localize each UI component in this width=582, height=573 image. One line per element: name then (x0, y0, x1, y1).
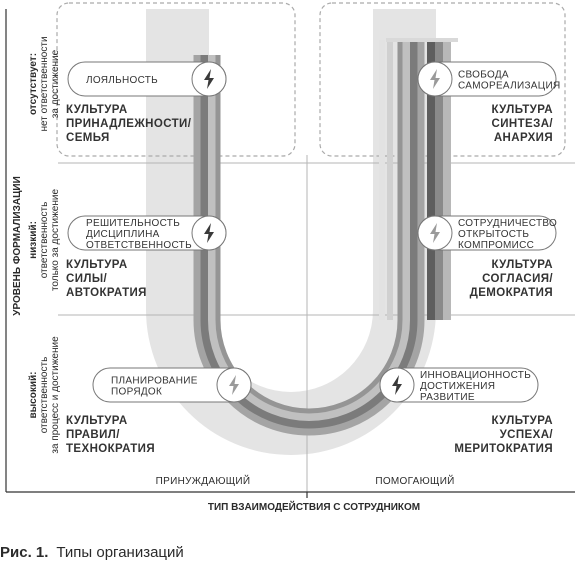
row-label-line: ответственность (39, 357, 50, 434)
culture-label-line: ТЕХНОКРАТИЯ (66, 443, 155, 455)
culture-label-line: АВТОКРАТИЯ (66, 287, 147, 299)
row-label-level: низкий: (28, 221, 39, 259)
x-label-left: ПРИНУЖДАЮЩИЙ (156, 474, 251, 487)
culture-label-line: КУЛЬТУРА (491, 415, 553, 427)
row-label: отсутствует:нет ответственностиза достиж… (28, 36, 61, 131)
x-axis-title: ТИП ВЗАИМОДЕЙСТВИЯ С СОТРУДНИКОМ (208, 500, 420, 513)
culture-label-line: КУЛЬТУРА (491, 104, 553, 116)
culture-label-line: АНАРХИЯ (494, 132, 553, 144)
row-label-line: только за достижение (50, 189, 61, 292)
u-track-cap (386, 38, 458, 42)
dashed-frame-left (56, 2, 296, 157)
pill-label-line: ДИСЦИПЛИНА (86, 229, 160, 240)
lightning-icon (392, 375, 402, 395)
pill-label-line: ЛОЯЛЬНОСТЬ (86, 75, 158, 86)
culture-label-line: КУЛЬТУРА (491, 259, 553, 271)
culture-label-line: КУЛЬТУРА (66, 415, 128, 427)
value-pill: ЛОЯЛЬНОСТЬ (67, 61, 227, 97)
lightning-icon (229, 375, 239, 395)
lightning-icon (430, 69, 440, 89)
culture-label-line: ДЕМОКРАТИЯ (470, 287, 553, 299)
pill-label-line: ОТВЕТСТВЕННОСТЬ (86, 240, 192, 251)
pill-label-line: ОТКРЫТОСТЬ (458, 229, 529, 240)
culture-label-line: УСПЕХА/ (500, 429, 554, 441)
culture-label-line: СИНТЕЗА/ (492, 118, 554, 130)
culture-label-line: СИЛЫ/ (66, 273, 107, 285)
u-track-1 (215, 40, 403, 414)
pill-label-line: САМОРЕАЛИЗАЦИЯ (458, 81, 560, 92)
pill-label-line: ИННОВАЦИОННОСТЬ (420, 370, 531, 381)
row-label-level: отсутствует: (28, 53, 39, 115)
row-label-line: за процесс и достижение (50, 336, 61, 454)
figure-caption: Рис. 1. Типы организаций (0, 544, 184, 561)
culture-label-line: СЕМЬЯ (66, 132, 110, 144)
culture-label-line: КУЛЬТУРА (66, 104, 128, 116)
culture-label-line: МЕРИТОКРАТИЯ (454, 443, 553, 455)
pill-label-line: ПЛАНИРОВАНИЕ (111, 376, 198, 387)
row-label-line: ответственность (39, 202, 50, 279)
pill-label-line: РАЗВИТИЕ (420, 392, 475, 403)
y-axis-title: УРОВЕНЬ ФОРМАЛИЗАЦИИ (12, 176, 23, 316)
row-label: низкий:ответственностьтолько за достижен… (28, 189, 61, 292)
culture-label-line: КУЛЬТУРА (66, 259, 128, 271)
lightning-icon (204, 69, 214, 89)
pill-label-line: ПОРЯДОК (111, 387, 162, 398)
culture-diagram: УРОВЕНЬ ФОРМАЛИЗАЦИИ ТИП ВЗАИМОДЕЙСТВИЯ С… (5, 2, 575, 513)
x-label-right: ПОМОГАЮЩИЙ (375, 474, 454, 487)
culture-label-line: СОГЛАСИЯ/ (482, 273, 553, 285)
u-track-2 (193, 40, 425, 436)
row-label-line: за достижение (50, 49, 61, 118)
row-label: высокий:ответственностьза процесс и дост… (28, 336, 61, 454)
culture-label-line: ПРАВИЛ/ (66, 429, 120, 441)
culture-label-line: ПРИНАДЛЕЖНОСТИ/ (66, 118, 192, 130)
lightning-icon (204, 223, 214, 243)
row-label-level: высокий: (28, 372, 39, 419)
pill-label-line: КОМПРОМИСС (458, 240, 534, 251)
caption-label: Рис. 1. (0, 544, 49, 561)
pill-label-line: СОТРУДНИЧЕСТВО (458, 218, 557, 229)
lightning-icon (430, 223, 440, 243)
pill-label-line: СВОБОДА (458, 70, 509, 81)
pill-label-line: ДОСТИЖЕНИЯ (420, 381, 495, 392)
u-track-3 (200, 40, 418, 429)
u-track-4 (207, 40, 411, 422)
row-label-line: нет ответственности (39, 36, 50, 131)
pill-label-line: РЕШИТЕЛЬНОСТЬ (86, 218, 180, 229)
caption-text: Типы организаций (56, 544, 184, 561)
